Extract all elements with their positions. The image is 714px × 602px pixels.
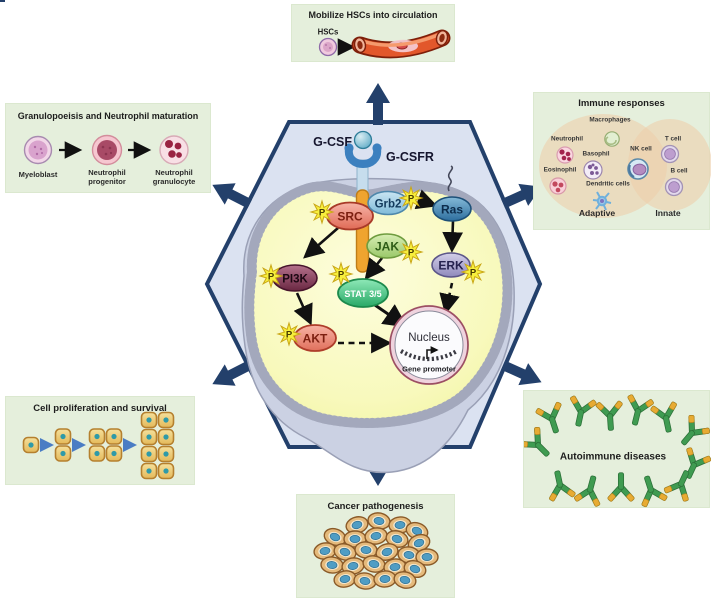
- autoimmune-graphic: [524, 392, 711, 509]
- arrow-top: [366, 83, 390, 125]
- granulopoiesis-box: Granulopoeisis and Neutrophil maturation: [5, 103, 211, 193]
- granulopoiesis-graphic: [23, 134, 189, 166]
- svg-text:P: P: [319, 208, 326, 219]
- phospho-stars: P P P P P P P: [259, 186, 485, 346]
- autoimmune-title: Autoimmune diseases: [559, 451, 667, 463]
- svg-text:STAT 3/5: STAT 3/5: [344, 289, 381, 299]
- label-eosinophil: Eosinophil: [543, 166, 577, 174]
- dendritic-cell-glyph: [592, 191, 612, 211]
- protein-src: SRC: [326, 201, 374, 231]
- svg-text:P: P: [408, 248, 415, 259]
- svg-text:Grb2: Grb2: [375, 199, 402, 211]
- label-b-cell: B cell: [670, 167, 688, 175]
- hsc-label: HSCs: [317, 27, 339, 37]
- macrophage-glyph: [604, 131, 620, 147]
- label-dendritic: Dendritic cells: [586, 180, 630, 188]
- granulopoiesis-title: Granulopoeisis and Neutrophil maturation: [17, 111, 199, 121]
- proliferation-title: Cell proliferation and survival: [33, 403, 167, 414]
- mobilize-title: Mobilize HSCs into circulation: [308, 10, 438, 20]
- svg-text:SRC: SRC: [337, 210, 363, 224]
- svg-text:PI3K: PI3K: [282, 274, 308, 286]
- label-adaptive: Adaptive: [578, 208, 616, 218]
- hsc-cell: [318, 37, 338, 57]
- cancer-graphic: [312, 510, 439, 592]
- svg-text:P: P: [408, 194, 415, 205]
- label-neutrophil: Neutrophil: [551, 135, 583, 143]
- b-cell-glyph: [664, 177, 684, 197]
- svg-text:JAK: JAK: [375, 240, 399, 254]
- basophil-glyph: [583, 160, 603, 180]
- svg-text:Ras: Ras: [441, 203, 463, 217]
- label-t-cell: T cell: [664, 135, 682, 143]
- ligand-label: G-CSF: [313, 135, 352, 149]
- outward-arrows: [0, 0, 547, 486]
- ras-lipid-anchor: [447, 165, 454, 192]
- proliferation-box: Cell proliferation and survival: [5, 396, 195, 485]
- protein-jak: JAK: [366, 233, 408, 259]
- immune-box: Immune responses: [533, 92, 711, 230]
- label-macrophages: Macrophages: [589, 116, 631, 124]
- stage-label-granulocyte: Neutrophil granulocyte: [152, 168, 196, 186]
- label-nk-cell: NK cell: [630, 145, 652, 153]
- svg-text:P: P: [470, 268, 477, 279]
- svg-text:AKT: AKT: [303, 332, 328, 346]
- svg-text:Nucleus: Nucleus: [408, 332, 450, 344]
- autoimmune-box: Autoimmune diseases: [523, 390, 711, 509]
- nk-cell-glyph: [627, 158, 649, 180]
- cancer-title: Cancer pathogenesis: [327, 501, 424, 512]
- cancer-box: Cancer pathogenesis: [296, 494, 455, 598]
- transcription-arrow: [426, 346, 439, 359]
- proliferation-graphic: [22, 411, 175, 480]
- gene-promoter-label: Gene promoter: [402, 365, 456, 374]
- myeloblast-cell: [23, 135, 53, 165]
- blood-vessel: [351, 29, 451, 59]
- label-innate: Innate: [655, 208, 681, 218]
- protein-ras: Ras: [432, 196, 472, 222]
- dna-strand: [399, 349, 459, 362]
- nucleus: Nucleus Gene promoter: [389, 305, 469, 385]
- t-cell-glyph: [660, 144, 680, 164]
- gcsf-ligand-ball: [353, 130, 373, 150]
- stage-label-myeloblast: Myeloblast: [18, 170, 58, 179]
- mobilize-box: Mobilize HSCs into circulation HSCs: [291, 4, 455, 62]
- neutrophil-glyph: [556, 146, 574, 164]
- immune-title: Immune responses: [578, 98, 665, 109]
- svg-text:P: P: [286, 330, 293, 341]
- mobilize-graphic: [318, 29, 451, 59]
- stage-label-progenitor: Neutrophil progenitor: [88, 168, 126, 186]
- eosinophil-glyph: [549, 177, 567, 195]
- protein-pi3k: PI3K: [272, 264, 318, 292]
- protein-grb2: Grb2: [367, 190, 409, 216]
- receptor-label: G-CSFR: [386, 150, 434, 164]
- immune-graphic: [539, 114, 711, 218]
- label-basophil: Basophil: [582, 150, 610, 158]
- protein-akt: AKT: [293, 324, 337, 352]
- innate-oval: [628, 119, 711, 211]
- svg-text:ERK: ERK: [438, 259, 464, 273]
- protein-erk: ERK: [431, 252, 471, 278]
- neutrophil-progenitor-cell: [91, 134, 123, 166]
- neutrophil-granulocyte-cell: [159, 135, 189, 165]
- svg-text:P: P: [268, 272, 275, 283]
- tumor-cell-cluster: [312, 510, 439, 592]
- protein-stat35: STAT 3/5: [337, 278, 389, 308]
- svg-text:P: P: [338, 270, 345, 281]
